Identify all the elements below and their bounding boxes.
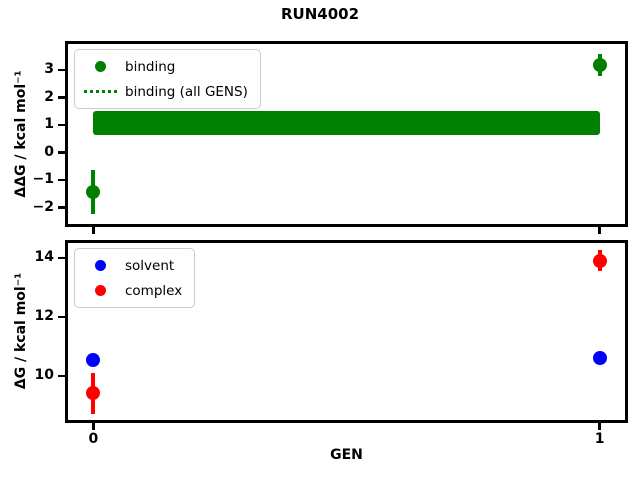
y-tick xyxy=(58,256,65,259)
y-tick-label: 12 xyxy=(34,307,54,324)
legend-item: binding xyxy=(83,54,248,79)
x-tick xyxy=(92,423,95,430)
legend: binding binding (all GENS) xyxy=(74,49,261,109)
x-tick-label: 1 xyxy=(594,431,605,447)
y-tick-label: 0 xyxy=(44,143,54,160)
x-tick xyxy=(92,227,95,234)
x-tick xyxy=(598,423,601,430)
legend: solvent complex xyxy=(74,248,196,308)
top-plot-area: 3 2 1 0 −1 −2 binding binding (all GENS) xyxy=(33,44,625,234)
y-tick-label: 3 xyxy=(44,61,54,78)
solvent-marker-icon xyxy=(94,260,106,271)
x-axis-label: GEN xyxy=(330,447,363,463)
binding-data-point xyxy=(592,57,607,72)
bottom-plot-area: 14 12 10 0 1 solvent complex xyxy=(35,243,625,447)
x-tick xyxy=(598,227,601,234)
legend-dot-handle xyxy=(83,61,117,72)
binding-marker-icon xyxy=(94,61,106,72)
y-tick xyxy=(58,178,65,182)
legend-item: solvent xyxy=(83,253,182,278)
legend-label: binding (all GENS) xyxy=(125,83,248,100)
solvent-data-point xyxy=(86,352,101,367)
y-tick xyxy=(58,151,65,154)
all-gens-band xyxy=(93,111,600,135)
legend-item: binding (all GENS) xyxy=(83,79,248,104)
legend-dot-handle xyxy=(83,285,117,296)
legend-item: complex xyxy=(83,278,182,303)
legend-label: binding xyxy=(125,58,176,75)
legend-dot-handle xyxy=(83,260,117,271)
figure-title: RUN4002 xyxy=(280,5,360,23)
y-tick xyxy=(58,374,65,377)
complex-data-point xyxy=(86,386,101,401)
y-tick xyxy=(58,68,65,72)
y-tick-label: −2 xyxy=(32,198,54,215)
y-tick xyxy=(58,315,65,318)
dotted-line-icon xyxy=(83,90,117,93)
y-tick-label: 10 xyxy=(34,366,54,383)
y-tick xyxy=(58,123,65,127)
legend-dotted-line-icon xyxy=(83,90,117,93)
complex-data-point xyxy=(592,253,607,268)
y-tick-label: 1 xyxy=(44,116,54,133)
solvent-data-point xyxy=(592,351,607,366)
legend-label: complex xyxy=(125,282,183,299)
y-tick xyxy=(58,206,65,209)
y-tick-label: 14 xyxy=(34,248,54,265)
y-tick xyxy=(58,96,65,99)
y-tick-label: 2 xyxy=(44,88,54,105)
binding-data-point xyxy=(86,185,101,200)
x-tick-label: 0 xyxy=(88,431,99,447)
legend-label: solvent xyxy=(125,257,175,274)
complex-marker-icon xyxy=(94,285,106,296)
y-tick-label: −1 xyxy=(32,171,54,188)
